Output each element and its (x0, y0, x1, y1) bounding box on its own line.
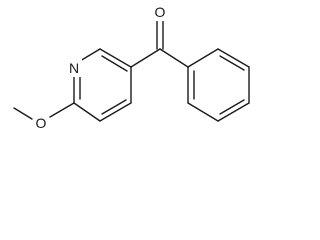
methoxy-group (13, 102, 75, 120)
bond-ph4-ph5-inner (219, 99, 245, 115)
bond-c6-c5 (99, 48, 132, 68)
carbonyl-oxygen-atom: O (152, 3, 168, 21)
bond-c2-o-ether (49, 102, 75, 118)
bond-c6-c5-inner (101, 55, 128, 72)
bond-n1-c6 (79, 48, 101, 62)
pyridine-ring (73, 48, 132, 122)
bond-ph5-ph6 (187, 102, 219, 122)
chemical-structure: N O O (13, 3, 250, 132)
bond-c4-c3 (99, 102, 132, 122)
bond-carbonyl-phenyl (159, 48, 189, 68)
nitrogen-label: N (69, 60, 79, 76)
bond-o-ether-ch3 (13, 107, 33, 120)
nitrogen-atom: N (66, 59, 82, 77)
bond-ph2-ph3-inner (219, 55, 245, 71)
carbonyl-oxygen-label: O (155, 4, 166, 20)
bond-ph1-ph2 (187, 48, 219, 68)
bond-ph2-ph3 (217, 48, 250, 68)
phenyl-ring (187, 48, 250, 122)
carbonyl-group (130, 19, 189, 68)
bond-c3-c2 (73, 102, 101, 122)
bond-c5-carbonyl (130, 48, 161, 68)
ether-oxygen-label: O (36, 115, 47, 131)
structure-canvas: N O O (13, 3, 250, 132)
ether-oxygen-atom: O (33, 114, 49, 132)
bond-c4-c3-inner (101, 99, 127, 115)
bond-ph4-ph5 (217, 102, 250, 122)
